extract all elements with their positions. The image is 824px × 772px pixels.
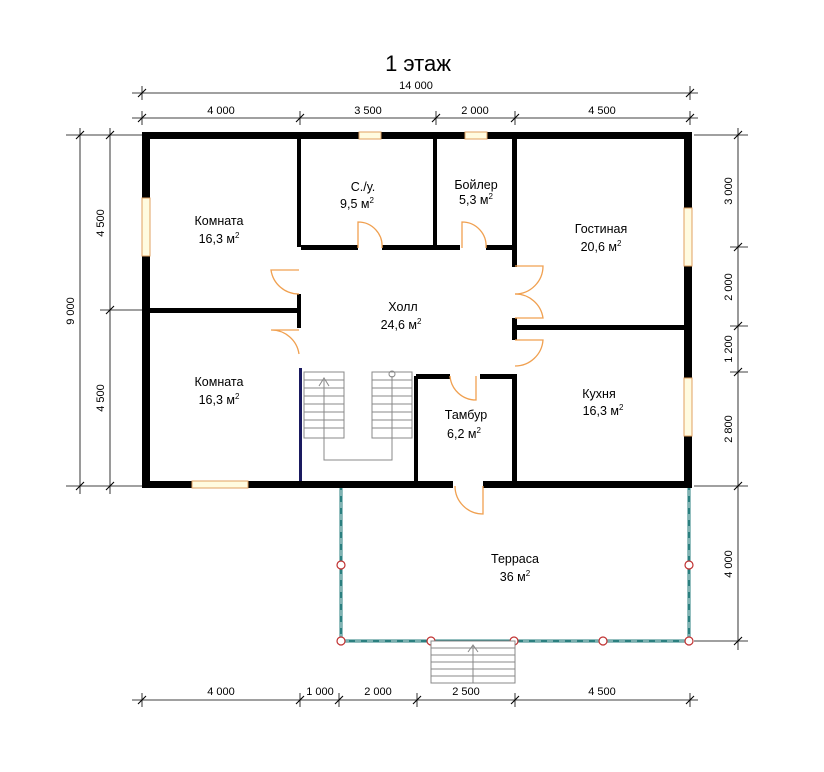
- dim-top-2: 3 500: [354, 105, 382, 117]
- room-area: 16,3 м2: [583, 403, 624, 418]
- dimension-top-segments: 4 000 3 500 2 000 4 500: [132, 105, 698, 125]
- room-name: Кухня: [582, 387, 615, 401]
- dim-right-4: 2 800: [723, 415, 735, 443]
- room-area: 9,5 м2: [340, 196, 374, 211]
- dim-bottom-4: 2 500: [452, 686, 480, 698]
- terrace-steps: [430, 640, 516, 684]
- room-name: Гостиная: [575, 222, 627, 236]
- room-name: Холл: [388, 300, 417, 314]
- dim-bottom-5: 4 500: [588, 686, 616, 698]
- dim-bottom-2: 1 000: [306, 686, 334, 698]
- room-label-komnata-2: Комната 16,3 м2: [195, 375, 244, 407]
- room-name: С./у.: [351, 180, 375, 194]
- dim-left-2: 4 500: [95, 384, 107, 412]
- dimension-left-total: 9 000: [65, 128, 146, 494]
- dim-bottom-3: 2 000: [364, 686, 392, 698]
- dim-right-3: 1 200: [723, 335, 735, 363]
- dimension-top-total: 14 000: [132, 80, 698, 100]
- room-name: Комната: [195, 375, 244, 389]
- dim-right-2: 2 000: [723, 273, 735, 301]
- room-label-gostinaya: Гостиная 20,6 м2: [575, 222, 627, 254]
- dim-top-4: 4 500: [588, 105, 616, 117]
- doors: [270, 221, 544, 515]
- interior-stairs: [299, 368, 417, 484]
- room-name: Терраса: [491, 552, 539, 566]
- room-area: 20,6 м2: [581, 239, 622, 254]
- dim-right-5: 4 000: [723, 550, 735, 578]
- room-area: 16,3 м2: [199, 392, 240, 407]
- room-area: 36 м2: [500, 569, 531, 584]
- room-label-holl: Холл 24,6 м2: [381, 300, 422, 332]
- dimension-right-segments: 3 000 2 000 1 200 2 800 4 000: [694, 128, 748, 650]
- room-area: 6,2 м2: [447, 426, 481, 441]
- room-area: 16,3 м2: [199, 231, 240, 246]
- windows: [141, 131, 693, 489]
- dim-right-1: 3 000: [723, 177, 735, 205]
- room-name: Тамбур: [445, 408, 487, 422]
- dim-left-1: 4 500: [95, 209, 107, 237]
- room-area: 5,3 м2: [459, 192, 493, 207]
- room-label-boiler: Бойлер 5,3 м2: [454, 178, 497, 207]
- room-label-komnata-1: Комната 16,3 м2: [195, 214, 244, 246]
- dim-top-total-label: 14 000: [399, 80, 433, 92]
- dim-top-3: 2 000: [461, 105, 489, 117]
- dimension-left-segments: 4 500 4 500: [95, 128, 146, 494]
- dim-left-total-label: 9 000: [65, 297, 77, 325]
- page-title: 1 этаж: [385, 51, 451, 76]
- terrace-posts: [336, 560, 694, 646]
- room-name: Бойлер: [454, 178, 497, 192]
- dimension-bottom-segments: 4 000 1 000 2 000 2 500 4 500: [132, 686, 698, 707]
- room-name: Комната: [195, 214, 244, 228]
- room-label-kuhnya: Кухня 16,3 м2: [582, 387, 624, 418]
- room-label-terrasa: Терраса 36 м2: [491, 552, 539, 584]
- dim-top-1: 4 000: [207, 105, 235, 117]
- room-label-su: С./у. 9,5 м2: [340, 180, 375, 211]
- dim-bottom-1: 4 000: [207, 686, 235, 698]
- walls: [142, 132, 692, 488]
- room-label-tambur: Тамбур 6,2 м2: [445, 408, 487, 441]
- room-area: 24,6 м2: [381, 317, 422, 332]
